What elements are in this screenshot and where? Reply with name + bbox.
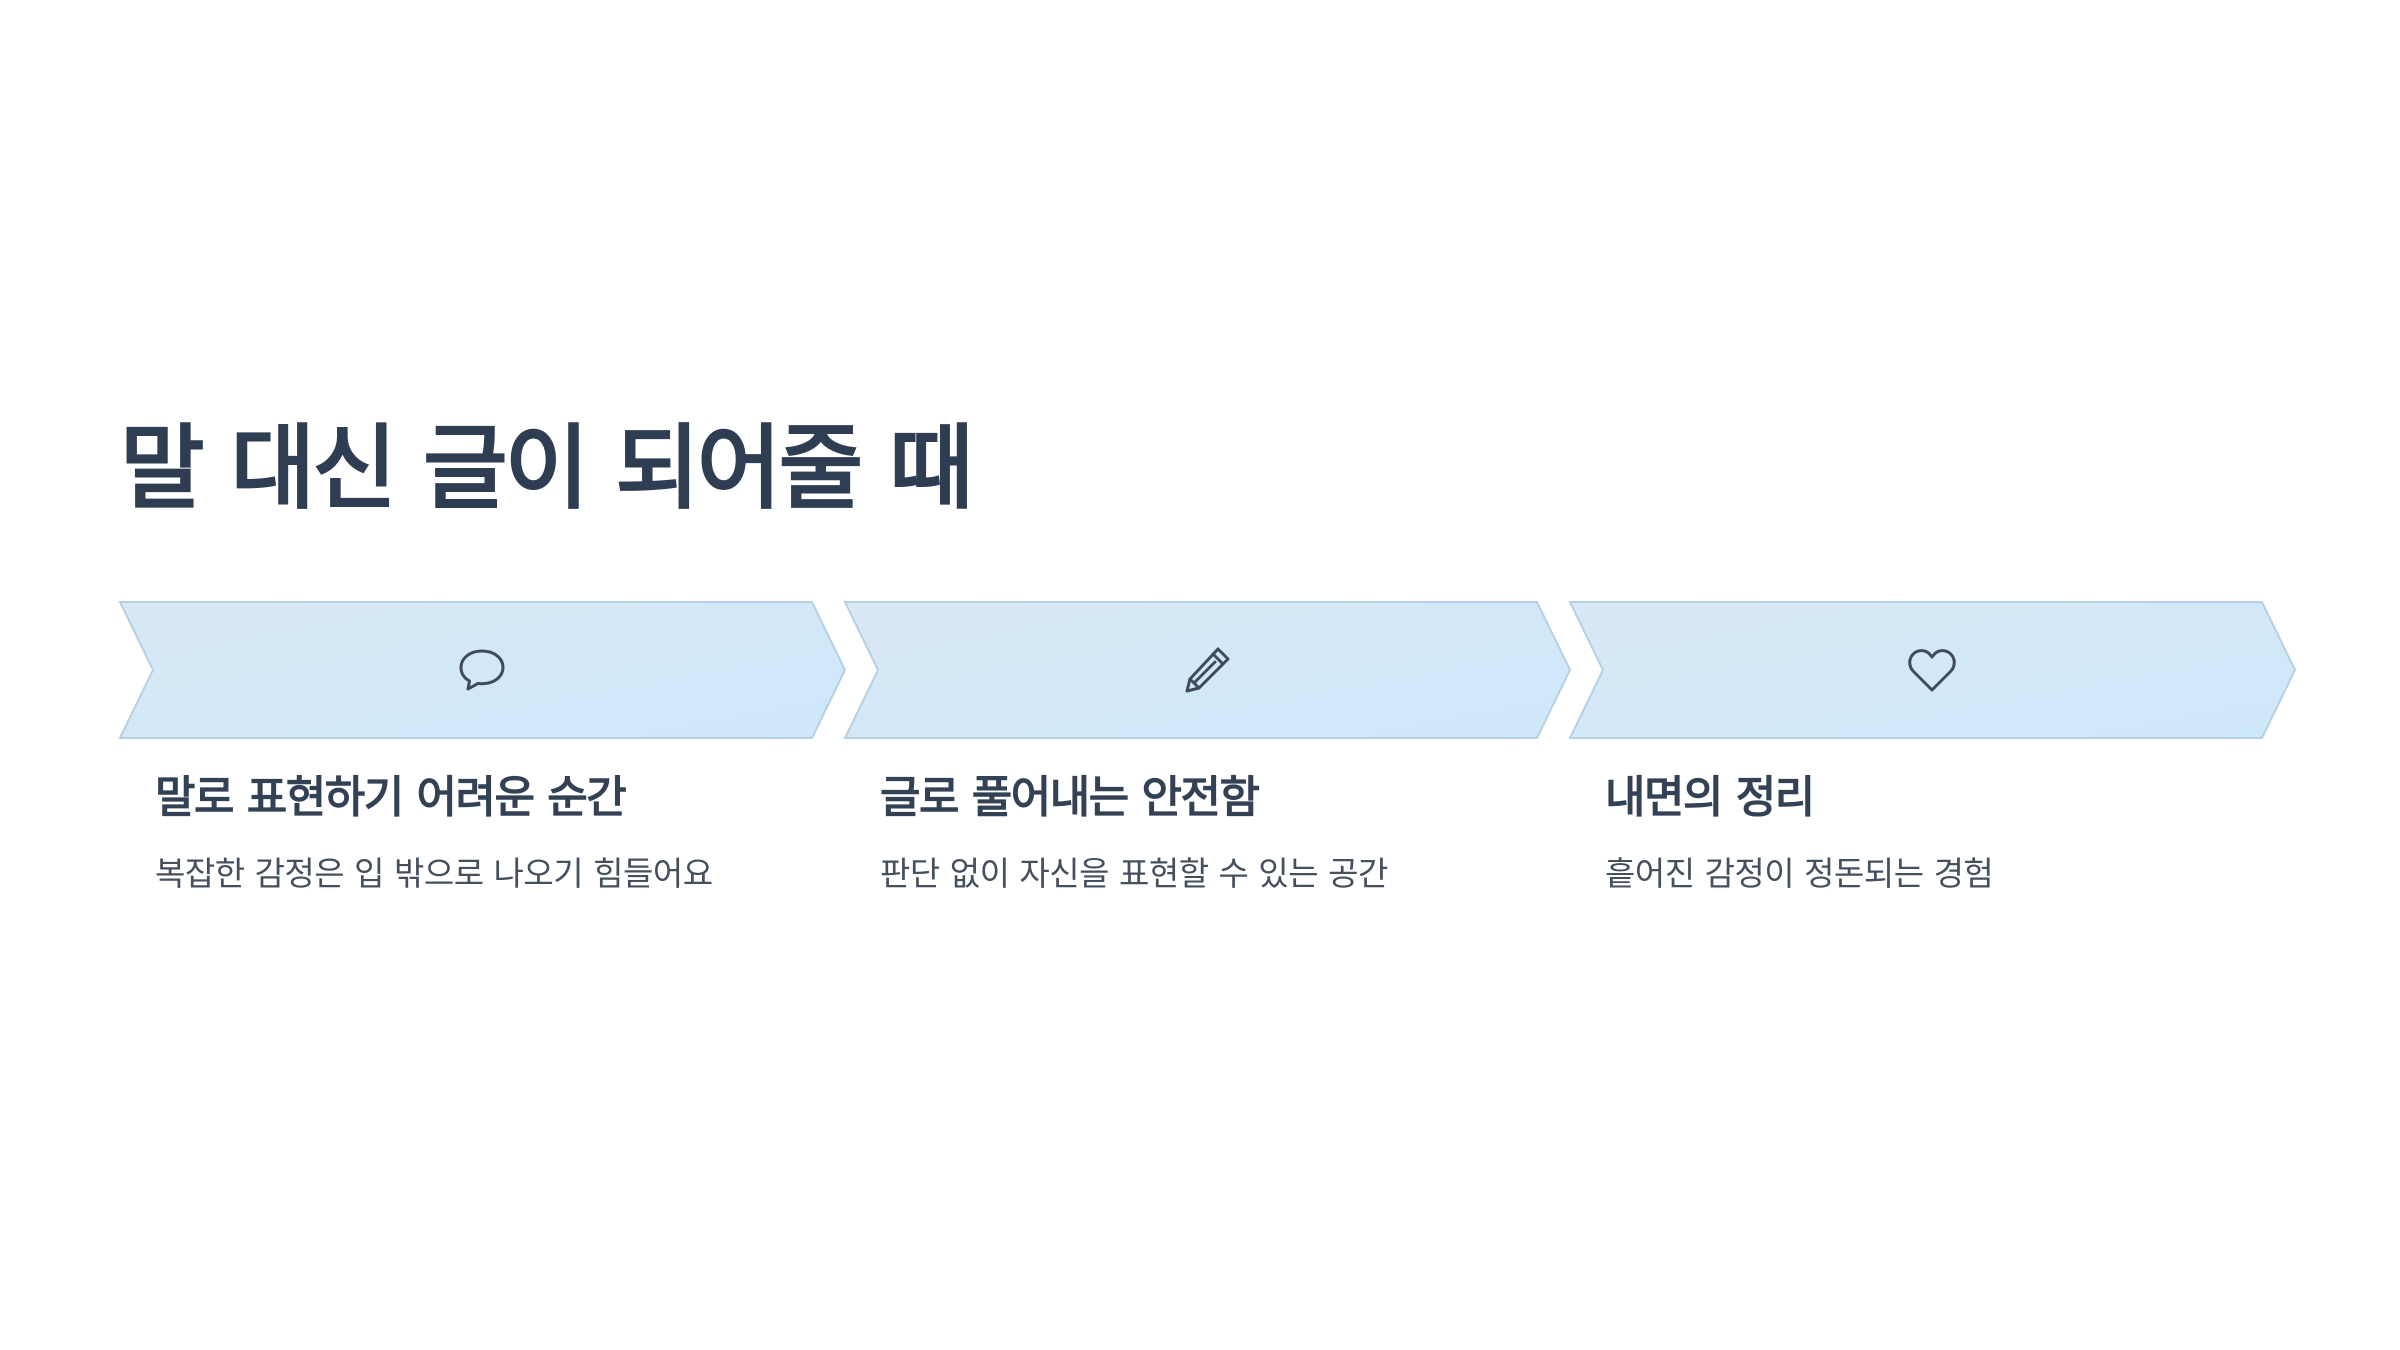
- step-1-description: 복잡한 감정은 입 밖으로 나오기 힘들어요: [155, 854, 713, 893]
- chevron-step-3: [1568, 601, 2297, 739]
- heart-icon: [1902, 640, 1962, 700]
- step-2-description: 판단 없이 자신을 표현할 수 있는 공간: [880, 854, 1388, 893]
- step-3-description: 흩어진 감정이 정돈되는 경험: [1605, 854, 1994, 893]
- pencil-icon: [1177, 640, 1237, 700]
- slide-title: 말 대신 글이 되어줄 때: [120, 415, 974, 522]
- step-3-heading: 내면의 정리: [1605, 772, 1815, 823]
- speech-bubble-icon: [452, 640, 512, 700]
- chevron-step-1: [118, 601, 847, 739]
- step-2-heading: 글로 풀어내는 안전함: [880, 772, 1260, 823]
- step-1-heading: 말로 표현하기 어려운 순간: [155, 772, 627, 823]
